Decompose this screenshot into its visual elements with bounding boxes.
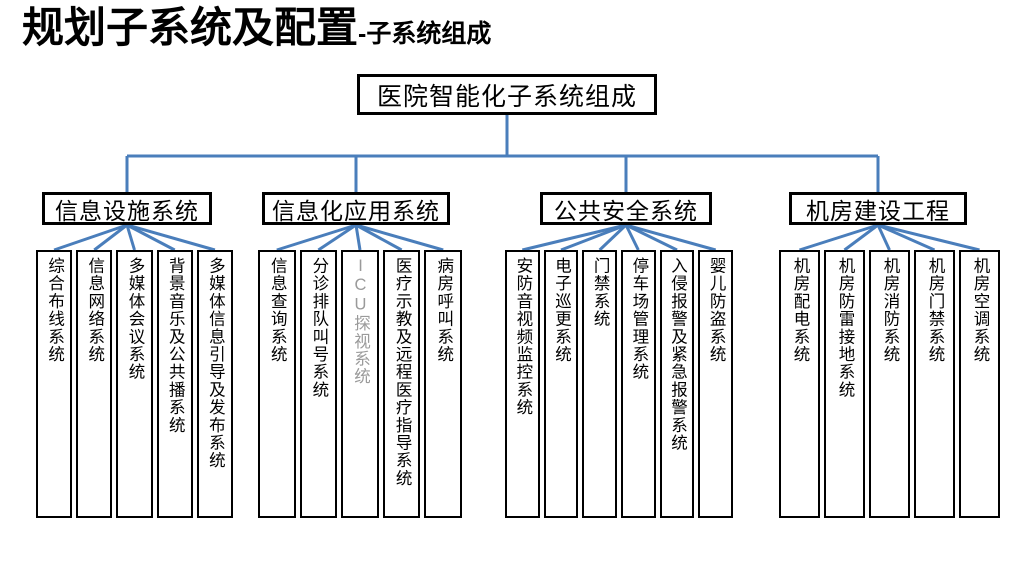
leaf-node-label: 综合布线系统 (45, 257, 64, 364)
group-node-1[interactable]: 信息设施系统 (42, 192, 212, 225)
leaf-node-label: 机房门禁系统 (926, 257, 944, 364)
leaf-node[interactable]: 医疗示教及远程医疗指导系统 (382, 250, 421, 518)
leaf-node[interactable]: 安防音视频监控系统 (505, 250, 540, 518)
leaf-node[interactable]: 分诊排队叫号系统 (299, 250, 338, 518)
leaf-node-label: 信息网络系统 (85, 257, 104, 364)
leaf-node[interactable]: 机房配电系统 (779, 250, 820, 518)
leaf-node[interactable]: 多媒体会议系统 (116, 250, 153, 518)
page-title-sub: -子系统组成 (358, 20, 492, 48)
group-node-label: 信息化应用系统 (272, 197, 440, 224)
leaf-node-label: 机房防雷接地系统 (836, 257, 854, 399)
leaf-node[interactable]: 综合布线系统 (36, 250, 73, 518)
leaf-node[interactable]: 门禁系统 (582, 250, 617, 518)
group-node-2[interactable]: 信息化应用系统 (262, 192, 450, 225)
leaf-node-label: 背景音乐及公共播系统 (166, 257, 185, 434)
leaf-node-label: 病房呼叫系统 (434, 257, 453, 364)
leaf-node[interactable]: 机房消防系统 (869, 250, 910, 518)
group-node-4[interactable]: 机房建设工程 (789, 192, 967, 225)
leaf-node[interactable]: 背景音乐及公共播系统 (156, 250, 193, 518)
leaf-node[interactable]: 机房空调系统 (959, 250, 1000, 518)
leaf-node-label: 多媒体会议系统 (125, 257, 144, 381)
leaf-node-label: 停车场管理系统 (629, 257, 648, 381)
leaf-node[interactable]: 多媒体信息引导及发布系统 (196, 250, 233, 518)
leaf-node-label: 入侵报警及紧急报警系统 (668, 257, 687, 452)
leaf-node-label: 安防音视频监控系统 (513, 257, 532, 417)
leaf-node[interactable]: 停车场管理系统 (621, 250, 656, 518)
leaf-node-label: 门禁系统 (591, 257, 610, 328)
page-title-main: 规划子系统及配置 (22, 4, 359, 51)
leaf-node-label: 医疗示教及远程医疗指导系统 (393, 257, 412, 488)
leaf-node-label: 机房空调系统 (971, 257, 989, 364)
leaf-node[interactable]: 信息查询系统 (258, 250, 296, 518)
leaf-node[interactable]: 病房呼叫系统 (424, 250, 462, 518)
leaf-node-label: 电子巡更系统 (552, 257, 571, 364)
leaf-node[interactable]: ICU探视系统 (341, 250, 379, 518)
leaf-node-label: 机房消防系统 (881, 257, 899, 364)
page-title: 规划子系统及配置-子系统组成 (22, 2, 491, 60)
leaf-node-label: 婴儿防盗系统 (707, 257, 726, 364)
leaf-node-label: ICU探视系统 (351, 257, 370, 386)
group-node-3[interactable]: 公共安全系统 (540, 192, 712, 225)
leaf-node-label: 信息查询系统 (268, 257, 287, 364)
leaf-node[interactable]: 机房门禁系统 (914, 250, 955, 518)
leaf-node[interactable]: 入侵报警及紧急报警系统 (659, 250, 695, 518)
group-node-label: 机房建设工程 (806, 197, 950, 224)
root-node-label: 医院智能化子系统组成 (376, 82, 637, 111)
root-node: 医院智能化子系统组成 (357, 74, 657, 115)
leaf-node-label: 多媒体信息引导及发布系统 (206, 257, 225, 470)
leaf-node[interactable]: 信息网络系统 (76, 250, 113, 518)
group-node-label: 公共安全系统 (554, 197, 698, 224)
leaf-node[interactable]: 婴儿防盗系统 (698, 250, 733, 518)
leaf-node-label: 机房配电系统 (791, 257, 809, 364)
leaf-node[interactable]: 机房防雷接地系统 (824, 250, 865, 518)
leaf-node-label: 分诊排队叫号系统 (309, 257, 328, 399)
group-node-label: 信息设施系统 (55, 197, 199, 224)
leaf-node[interactable]: 电子巡更系统 (543, 250, 579, 518)
